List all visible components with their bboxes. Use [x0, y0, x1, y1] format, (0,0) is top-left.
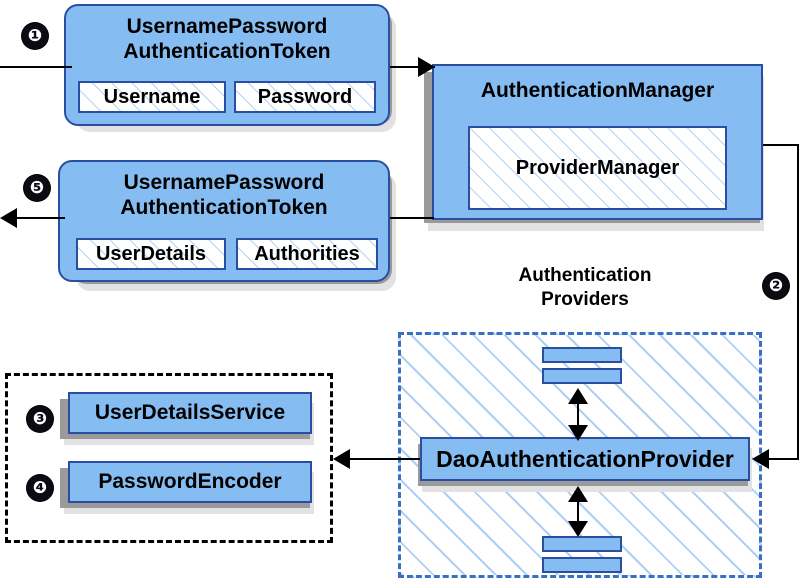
dao-authentication-provider-label: DaoAuthenticationProvider — [436, 446, 734, 472]
provider-placeholder-top-2[interactable] — [542, 368, 622, 384]
response-token-title-line2: AuthenticationToken — [120, 196, 328, 219]
request-to-manager-line — [390, 66, 435, 68]
authentication-providers-title-line2: Providers — [541, 289, 629, 310]
request-to-manager-arrow-icon — [418, 57, 435, 77]
step-marker-1: ❶ — [22, 23, 48, 49]
manager-to-provider-vertical-line — [797, 144, 799, 460]
response-token-field-userdetails-label: UserDetails — [95, 243, 207, 265]
provider-manager-box[interactable]: ProviderManager — [468, 126, 727, 210]
provider-bottom-link-arrow-up-icon — [568, 486, 588, 502]
password-encoder-box[interactable]: PasswordEncoder — [68, 461, 312, 503]
response-token-field-authorities-label: Authorities — [254, 243, 360, 265]
provider-placeholder-top-1[interactable] — [542, 347, 622, 363]
response-token-title: UsernamePassword AuthenticationToken — [60, 162, 388, 220]
request-token-field-password[interactable]: Password — [234, 81, 376, 113]
dao-to-services-line — [348, 458, 420, 460]
userdetails-service-box[interactable]: UserDetailsService — [68, 392, 312, 434]
manager-to-provider-top-line — [763, 144, 799, 146]
incoming-request-line — [0, 66, 72, 68]
response-token-field-authorities[interactable]: Authorities — [236, 238, 378, 270]
request-token-title: UsernamePassword AuthenticationToken — [66, 6, 388, 64]
request-token-field-username-label: Username — [103, 86, 201, 108]
userdetails-service-label: UserDetailsService — [94, 401, 286, 424]
outgoing-response-line — [17, 217, 65, 219]
request-token-title-line1: UsernamePassword — [126, 15, 328, 38]
step-marker-2: ❷ — [763, 273, 789, 299]
password-encoder-label: PasswordEncoder — [98, 470, 282, 493]
request-token-field-password-label: Password — [257, 86, 353, 108]
step-marker-3: ❸ — [27, 406, 53, 432]
provider-bottom-link-arrow-down-icon — [568, 521, 588, 537]
manager-to-response-line — [390, 217, 434, 219]
provider-top-link-line — [577, 394, 579, 432]
outgoing-response-arrow-icon — [0, 208, 17, 228]
request-token-title-line2: AuthenticationToken — [123, 40, 331, 63]
manager-to-provider-arrow-icon — [752, 449, 769, 469]
authentication-manager-label: AuthenticationManager — [480, 79, 715, 102]
provider-placeholder-bottom-2[interactable] — [542, 557, 622, 573]
provider-manager-label: ProviderManager — [515, 157, 680, 179]
provider-bottom-link-line — [577, 488, 579, 526]
provider-top-link-arrow-up-icon — [568, 388, 588, 404]
dao-to-services-arrow-icon — [333, 449, 350, 469]
response-token-field-userdetails[interactable]: UserDetails — [76, 238, 226, 270]
step-marker-5: ❺ — [24, 175, 50, 201]
authentication-providers-title-line1: Authentication — [518, 265, 652, 286]
step-marker-4: ❹ — [27, 475, 53, 501]
response-token-title-line1: UsernamePassword — [123, 171, 325, 194]
provider-top-link-arrow-down-icon — [568, 425, 588, 441]
provider-placeholder-bottom-1[interactable] — [542, 536, 622, 552]
authentication-providers-title: Authentication Providers — [460, 264, 710, 312]
manager-to-provider-bottom-line — [767, 458, 799, 460]
dao-authentication-provider-box[interactable]: DaoAuthenticationProvider — [420, 437, 750, 481]
request-token-field-username[interactable]: Username — [78, 81, 226, 113]
